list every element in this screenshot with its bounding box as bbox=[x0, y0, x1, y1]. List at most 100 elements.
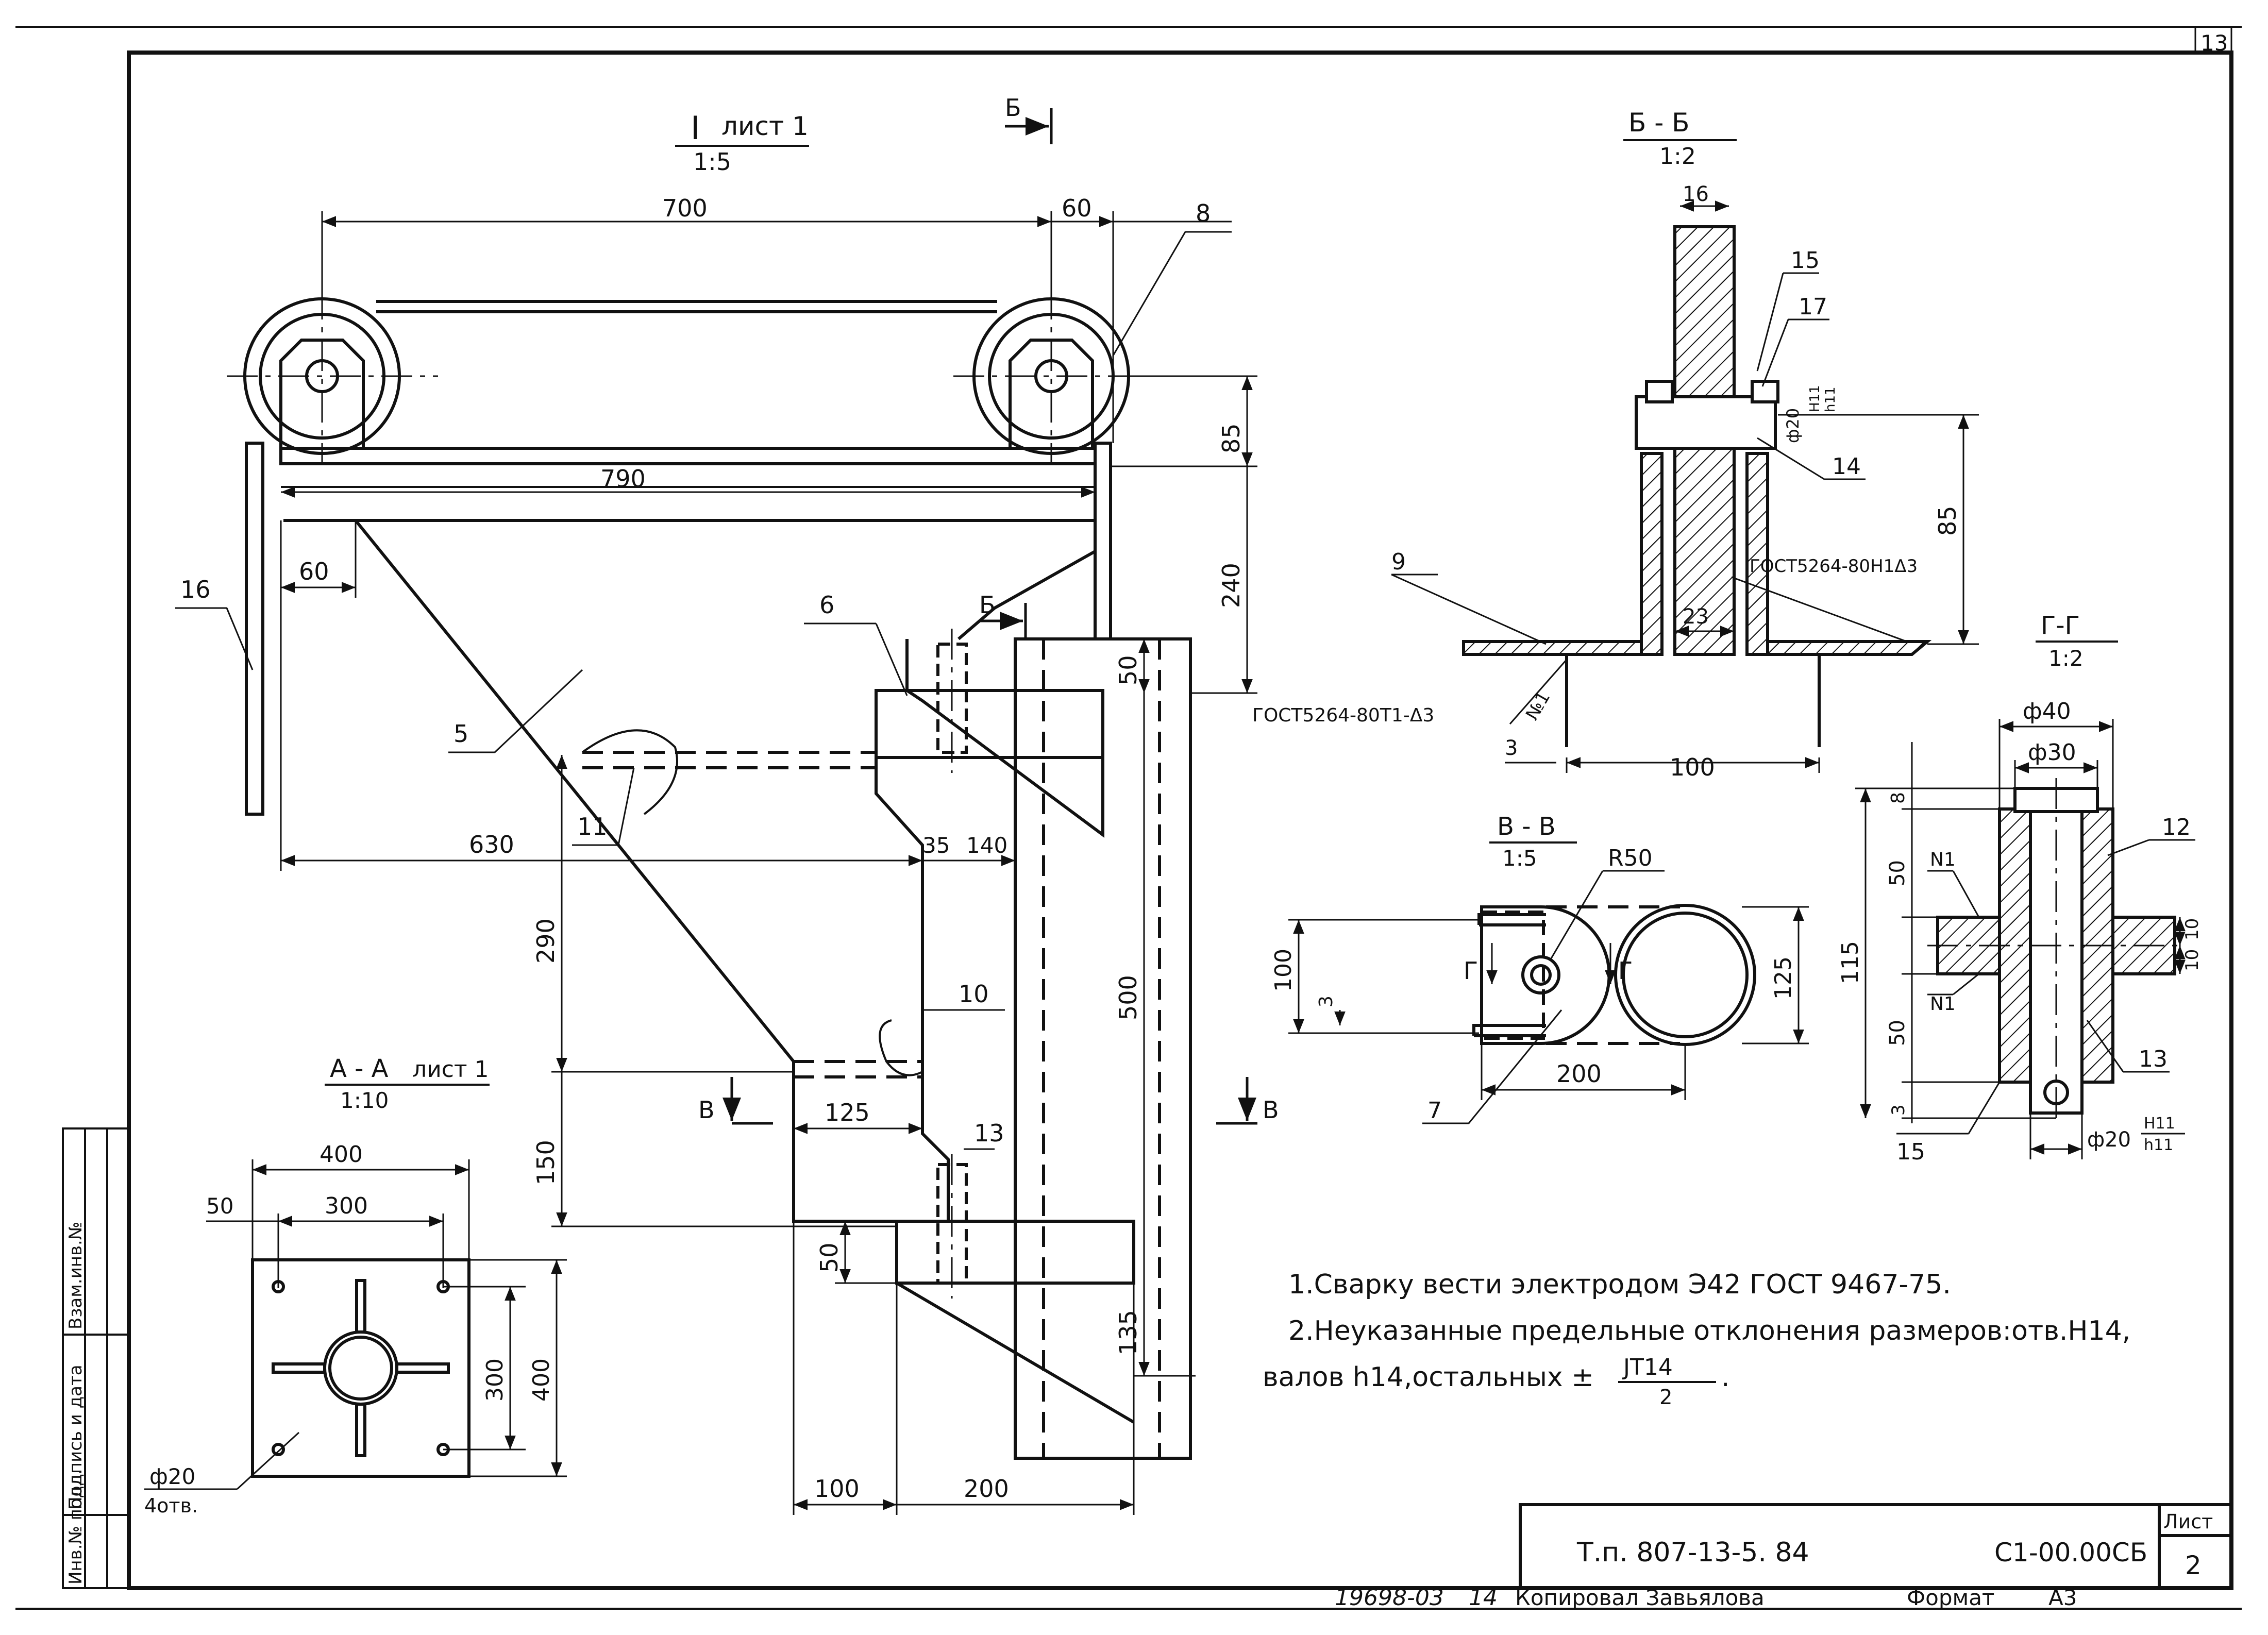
title-block bbox=[1519, 1503, 2233, 1590]
bb-fit-bottom: h11 bbox=[1823, 386, 1838, 412]
bb-dim-3: 3 bbox=[1505, 736, 1518, 760]
corner-number: 13 bbox=[2200, 30, 2228, 56]
section-aa-title-suffix: лист 1 bbox=[412, 1056, 489, 1083]
side-stamp-label-1: Инв.№ подл. bbox=[65, 1469, 86, 1585]
dim-630: 630 bbox=[469, 831, 514, 858]
aa-hole-diameter: ф20 bbox=[149, 1464, 195, 1489]
section-mark-b-lower: Б bbox=[979, 591, 996, 619]
bb-dim-16: 16 bbox=[1683, 182, 1709, 206]
section-vv-texts: R50 100 3 125 200 Г Г 7 bbox=[1270, 845, 1796, 1124]
gg-fit-top: H11 bbox=[2144, 1115, 2175, 1133]
note-tolerance-denominator: 2 bbox=[1659, 1386, 1672, 1409]
main-view-dimension-lines bbox=[175, 211, 1257, 1515]
main-view-dimension-values: 700 60 85 790 60 240 50 630 35 140 290 5… bbox=[299, 194, 1245, 1503]
gg-dim-d20: ф20 bbox=[2087, 1128, 2131, 1152]
gg-dim-10-bottom: 10 bbox=[2182, 949, 2203, 971]
note-1: 1.Сварку вести электродом Э42 ГОСТ 9467-… bbox=[1288, 1269, 1951, 1300]
section-gg-dims bbox=[1855, 719, 2195, 1159]
section-aa-dims bbox=[144, 1159, 567, 1490]
gg-dim-10-top: 10 bbox=[2182, 918, 2203, 940]
weld-n1-top: N1 bbox=[1930, 849, 1956, 870]
section-aa-title: А - А лист 1 1:10 bbox=[325, 1054, 490, 1113]
weld-symbol-2: ГОСТ5264-80Н1Δ3 bbox=[1750, 556, 1918, 577]
gg-dim-115: 115 bbox=[1837, 941, 1863, 984]
section-aa-geometry bbox=[251, 1258, 471, 1478]
gg-dim-50-top: 50 bbox=[1886, 860, 1909, 886]
part-8: 8 bbox=[1196, 199, 1211, 227]
dim-85: 85 bbox=[1217, 423, 1245, 453]
title-block-designation: С1-00.00СБ bbox=[1994, 1538, 2147, 1567]
part-7-vv: 7 bbox=[1427, 1098, 1442, 1124]
section-vv-title-text: В - В bbox=[1497, 812, 1556, 841]
technical-notes: 1.Сварку вести электродом Э42 ГОСТ 9467-… bbox=[1263, 1269, 2130, 1409]
section-vv-scale: 1:5 bbox=[1502, 846, 1537, 871]
dim-50-col: 50 bbox=[1114, 655, 1142, 685]
main-view-scale: 1:5 bbox=[693, 148, 731, 176]
section-aa-title-text: А - А bbox=[330, 1054, 389, 1083]
dim-240: 240 bbox=[1217, 563, 1245, 608]
section-mark-g-right: Г bbox=[1618, 957, 1633, 985]
footer-archive-number: 19698-03 bbox=[1335, 1585, 1444, 1611]
dim-60-top: 60 bbox=[1062, 194, 1092, 222]
footer-format-value: А3 bbox=[2048, 1585, 2077, 1610]
section-marks bbox=[723, 108, 1257, 1125]
gg-dim-d40: ф40 bbox=[2023, 698, 2071, 724]
section-mark-g-left: Г bbox=[1464, 957, 1478, 985]
section-gg-title-text: Г-Г bbox=[2041, 611, 2080, 640]
weld-symbol-1: ГОСТ5264-80Т1-Δ3 bbox=[1252, 705, 1434, 726]
section-bb-title-text: Б - Б bbox=[1628, 108, 1689, 138]
vv-dim-r50: R50 bbox=[1608, 845, 1653, 871]
bb-fit-top: H11 bbox=[1807, 385, 1823, 412]
aa-dim-300-top: 300 bbox=[325, 1193, 368, 1219]
section-bb-geometry bbox=[1462, 225, 1932, 747]
dim-790: 790 bbox=[600, 465, 646, 493]
section-mark-v-left: В bbox=[698, 1096, 715, 1124]
side-stamp-label-3: Взам.инв.№ bbox=[65, 1222, 86, 1329]
part-14-bb: 14 bbox=[1832, 453, 1861, 480]
part-12-gg: 12 bbox=[2162, 814, 2191, 840]
section-mark-v-right: В bbox=[1263, 1096, 1279, 1124]
side-stamp bbox=[62, 1127, 130, 1589]
dim-140: 140 bbox=[966, 833, 1007, 858]
dim-60-left: 60 bbox=[299, 558, 329, 585]
bb-dim-23: 23 bbox=[1683, 605, 1709, 629]
section-bb-texts: 16 85 23 3 100 ф20 H11 h11 15 17 14 9 ГО… bbox=[1252, 182, 1961, 781]
main-view-part-numbers: 8 16 6 5 11 10 13 bbox=[180, 199, 1211, 1147]
part-11: 11 bbox=[577, 813, 608, 840]
part-6: 6 bbox=[819, 591, 834, 619]
gg-fit-bottom: h11 bbox=[2144, 1136, 2173, 1154]
note-2: 2.Неуказанные предельные отклонения разм… bbox=[1288, 1316, 2130, 1346]
weld-n1-bottom: N1 bbox=[1930, 993, 1956, 1015]
aa-dim-400-side: 400 bbox=[528, 1358, 555, 1402]
section-mark-b-top: Б bbox=[1005, 94, 1021, 122]
part-15-bb: 15 bbox=[1791, 247, 1820, 274]
dim-150: 150 bbox=[532, 1140, 560, 1185]
aa-dim-50: 50 bbox=[206, 1193, 233, 1219]
main-view-title-numeral: I bbox=[691, 109, 700, 147]
section-vv-dims bbox=[1288, 870, 1809, 1124]
sheet-frame bbox=[15, 26, 2242, 1610]
dim-135: 135 bbox=[1114, 1310, 1142, 1355]
note-3: валов h14,остальных ± bbox=[1263, 1362, 1594, 1393]
title-block-sheet-number: 2 bbox=[2185, 1550, 2202, 1580]
section-bb-dims bbox=[1391, 200, 1979, 773]
section-bb-scale: 1:2 bbox=[1659, 143, 1696, 170]
note-end: . bbox=[1721, 1362, 1730, 1393]
gg-dim-8: 8 bbox=[1888, 792, 1909, 804]
footer-format-label: Формат bbox=[1907, 1585, 1994, 1610]
vv-dim-200: 200 bbox=[1556, 1060, 1602, 1088]
section-gg-geometry bbox=[1927, 778, 2185, 1123]
main-view-title: I лист 1 1:5 bbox=[675, 109, 809, 176]
aa-dim-400-top: 400 bbox=[320, 1141, 363, 1168]
gg-dim-50-bottom: 50 bbox=[1886, 1020, 1909, 1046]
part-13-gg: 13 bbox=[2139, 1046, 2168, 1072]
aa-hole-count: 4отв. bbox=[144, 1494, 198, 1517]
dim-35: 35 bbox=[922, 833, 950, 858]
main-view-geometry bbox=[227, 289, 1192, 1460]
gg-dim-d30: ф30 bbox=[2028, 739, 2076, 766]
part-15-gg: 15 bbox=[1896, 1139, 1925, 1165]
section-aa-scale: 1:10 bbox=[340, 1088, 389, 1113]
bb-fit-dia: ф20 bbox=[1783, 408, 1803, 443]
gg-dim-3: 3 bbox=[1888, 1104, 1909, 1116]
